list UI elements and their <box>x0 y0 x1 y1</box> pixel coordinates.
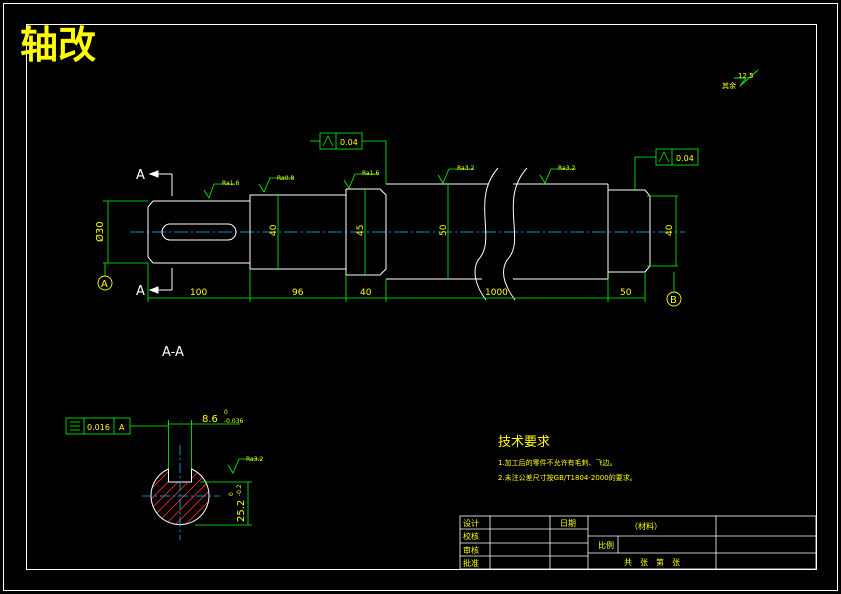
dim-d40-b: 40 <box>665 224 675 236</box>
break-lines <box>474 167 528 301</box>
drawing-title: 轴改 <box>20 23 96 67</box>
dim-d45: 45 <box>356 225 366 236</box>
tech-req-item-1: 1.加工后的零件不允许有毛刺、飞边。 <box>498 458 617 467</box>
depth-tol-bottom: -0.2 <box>236 484 243 496</box>
inner-frame <box>26 24 817 570</box>
outer-frame <box>3 3 838 591</box>
section-letter-top: A <box>136 168 145 183</box>
dim-l1000: 1000 <box>485 288 508 298</box>
symmetry-ref: A <box>119 423 125 432</box>
section-mark-bottom <box>148 268 173 294</box>
tolerance-frame-2 <box>634 148 699 190</box>
datum-b-label: B <box>670 295 677 306</box>
title-material: （材料） <box>630 521 662 531</box>
dim-l50: 50 <box>620 288 632 298</box>
tech-req-item-2: 2.未注公差尺寸按GB/T1804-2000的要求。 <box>498 473 637 482</box>
roughness-6: Ra3.2 <box>246 456 263 463</box>
general-roughness-note: 其余 <box>722 81 736 90</box>
diameter-dimensions <box>103 184 678 279</box>
title-date: 日期 <box>560 519 576 528</box>
roughness-5: Ra3.2 <box>558 165 575 172</box>
section-letter-bottom: A <box>136 284 145 299</box>
dim-d30: Ø30 <box>94 221 106 242</box>
keyway-depth: 25.2 <box>236 500 247 522</box>
title-row-2: 校核 <box>463 531 479 541</box>
tolerance-value-1: 0.04 <box>340 138 358 147</box>
shaft-outline <box>147 183 651 280</box>
title-row-3: 审核 <box>463 545 479 555</box>
dim-d40-a: 40 <box>269 224 279 236</box>
section-label: A-A <box>162 345 184 360</box>
roughness-symbols <box>203 168 576 474</box>
title-block <box>459 515 817 570</box>
datum-a-label: A <box>101 279 108 290</box>
dim-l40: 40 <box>360 288 372 298</box>
dim-l96: 96 <box>292 288 304 298</box>
symmetry-value: 0.016 <box>87 423 110 432</box>
title-row-4: 批准 <box>463 558 479 568</box>
tolerance-value-2: 0.04 <box>676 154 694 163</box>
roughness-4: Ra3.2 <box>457 165 474 172</box>
length-dimensions <box>147 263 646 302</box>
section-dimensions <box>65 417 252 526</box>
keyway-tol-top: 0 <box>224 409 228 416</box>
cross-section <box>142 445 220 540</box>
section-mark-top <box>148 170 173 196</box>
roughness-1: Ra1.6 <box>222 180 239 187</box>
title-row-1: 设计 <box>463 518 479 528</box>
general-roughness-value: 12.5 <box>738 72 754 80</box>
roughness-3: Ra1.6 <box>362 170 379 177</box>
dim-l100: 100 <box>190 288 207 298</box>
title-scale: 比例 <box>598 540 614 550</box>
keyway-tol-bottom: -0.036 <box>224 418 244 425</box>
keyway-width: 8.6 <box>202 414 218 425</box>
title-sheet: 共 张 第 张 <box>624 557 680 567</box>
tech-req-heading: 技术要求 <box>498 435 550 450</box>
roughness-2: Ra0.8 <box>277 175 294 182</box>
general-roughness <box>734 69 759 87</box>
dim-d50: 50 <box>439 224 449 236</box>
depth-tol-top: 0 <box>228 492 235 496</box>
tolerance-frame-1 <box>310 132 387 184</box>
